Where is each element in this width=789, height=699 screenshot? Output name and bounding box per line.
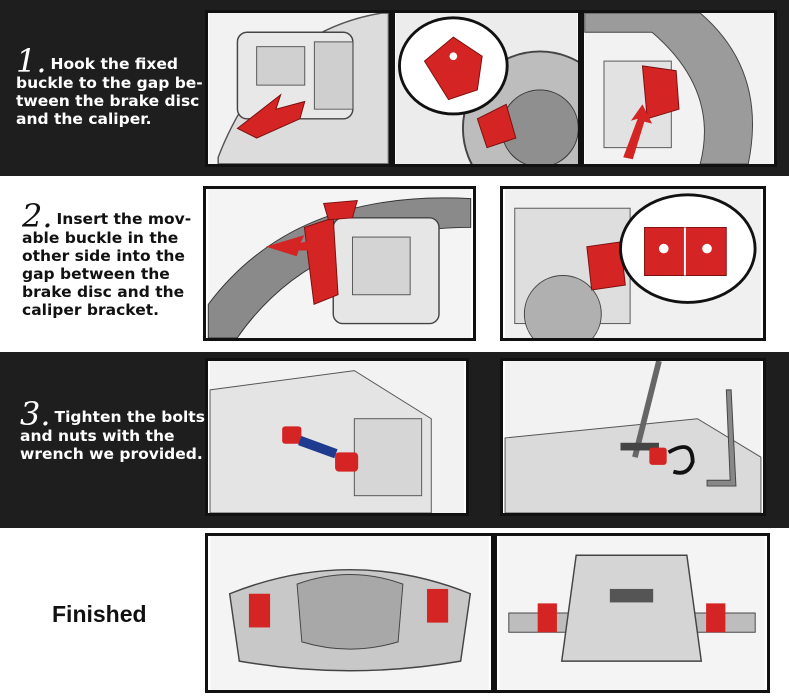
step-1-number: 1. [16, 42, 47, 80]
step-3-image-wrench [500, 358, 766, 516]
finished-image-caliper-side [205, 533, 494, 693]
step-2-image-bracket-zoom [500, 186, 766, 341]
step-1-image-caliper-hook [205, 10, 392, 167]
step-3-number: 3. [20, 395, 51, 433]
step-1-instruction: 1.Hook the fixed buckle to the gap be- t… [16, 42, 203, 128]
step-3-image-bolts-nuts [205, 358, 469, 516]
step-2-number: 2. [22, 197, 53, 235]
step-2-instruction: 2.Insert the mov- able buckle in the oth… [22, 197, 192, 319]
finished-image-caliper-front [494, 533, 770, 693]
finished-label: Finished [52, 601, 147, 627]
step-3-instruction: 3.Tighten the bolts and nuts with the wr… [20, 395, 205, 463]
step-2-image-movable-buckle [203, 186, 476, 341]
step-1-image-buckle-zoom [392, 10, 581, 167]
step-1-image-buckle-installed [581, 10, 777, 167]
